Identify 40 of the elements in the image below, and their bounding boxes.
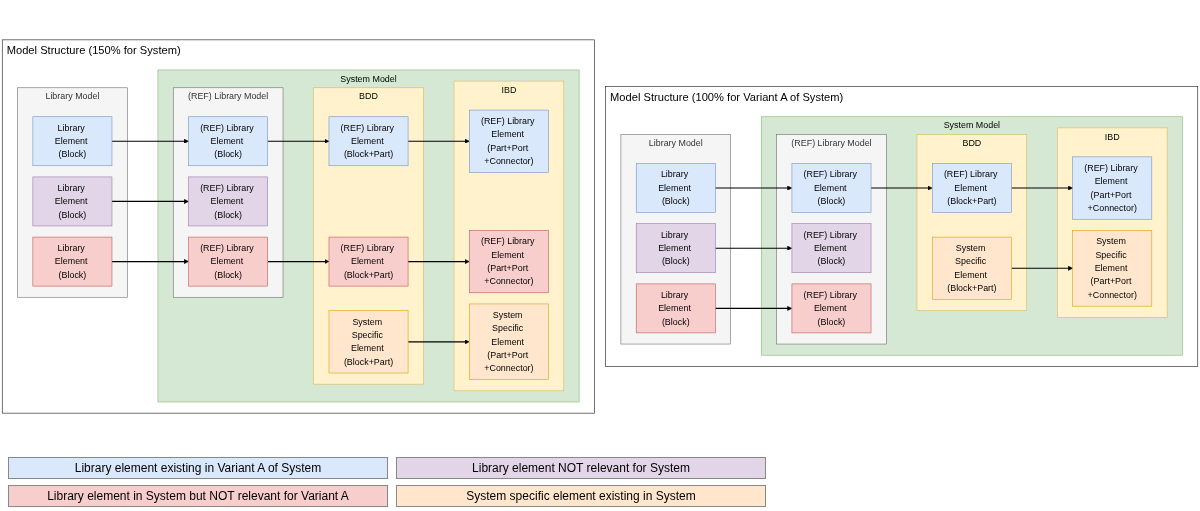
arrow bbox=[1010, 265, 1073, 271]
arrow bbox=[1010, 185, 1073, 191]
arrow bbox=[111, 138, 189, 144]
arrow bbox=[111, 259, 189, 265]
arrow bbox=[714, 305, 793, 311]
node-box: System Specific Element (Part+Port +Connector) bbox=[1072, 230, 1153, 307]
arrow bbox=[714, 185, 793, 191]
node-box: Library Element (Block) bbox=[32, 116, 113, 167]
node-box: System Specific Element (Part+Port +Connector) bbox=[469, 303, 549, 380]
node-box: (REF) Library Element (Part+Port +Connector) bbox=[469, 109, 549, 173]
arrow bbox=[407, 339, 470, 345]
arrow bbox=[267, 259, 330, 265]
node-box: (REF) Library Element (Part+Port +Connector) bbox=[1072, 156, 1153, 220]
node-box: (REF) Library Element (Block+Part) bbox=[328, 236, 409, 287]
legend-entry: Library element in System but NOT relevant for Variant A bbox=[8, 485, 388, 507]
node-box: (REF) Library Element (Block) bbox=[791, 223, 872, 273]
arrow bbox=[407, 138, 470, 144]
arrow bbox=[714, 245, 793, 251]
legend-entry: System specific element existing in System bbox=[396, 485, 766, 507]
arrow bbox=[111, 199, 189, 204]
legend-entry: Library element existing in Variant A of System bbox=[8, 457, 388, 479]
arrow bbox=[267, 138, 330, 144]
arrow bbox=[870, 185, 933, 191]
node-box: (REF) Library Element (Block) bbox=[188, 176, 268, 227]
node-box: Library Element (Block) bbox=[635, 163, 716, 213]
node-box: (REF) Library Element (Block+Part) bbox=[328, 116, 409, 167]
node-box: (REF) Library Element (Part+Port +Connector) bbox=[469, 230, 549, 294]
node-box: Library Element (Block) bbox=[32, 236, 113, 287]
node-box: Library Element (Block) bbox=[635, 283, 716, 334]
node-box: (REF) Library Element (Block) bbox=[791, 163, 872, 213]
node-box: (REF) Library Element (Block) bbox=[188, 116, 268, 167]
node-box: System Specific Element (Block+Part) bbox=[328, 310, 409, 374]
node-box: (REF) Library Element (Block) bbox=[791, 283, 872, 334]
node-box: (REF) Library Element (Block+Part) bbox=[932, 163, 1012, 213]
node-box: System Specific Element (Block+Part) bbox=[932, 236, 1012, 300]
node-box: Library Element (Block) bbox=[635, 223, 716, 273]
node-box: (REF) Library Element (Block) bbox=[188, 236, 268, 287]
arrow bbox=[407, 259, 470, 265]
node-box: Library Element (Block) bbox=[32, 176, 113, 227]
legend-entry: Library element NOT relevant for System bbox=[396, 457, 766, 479]
